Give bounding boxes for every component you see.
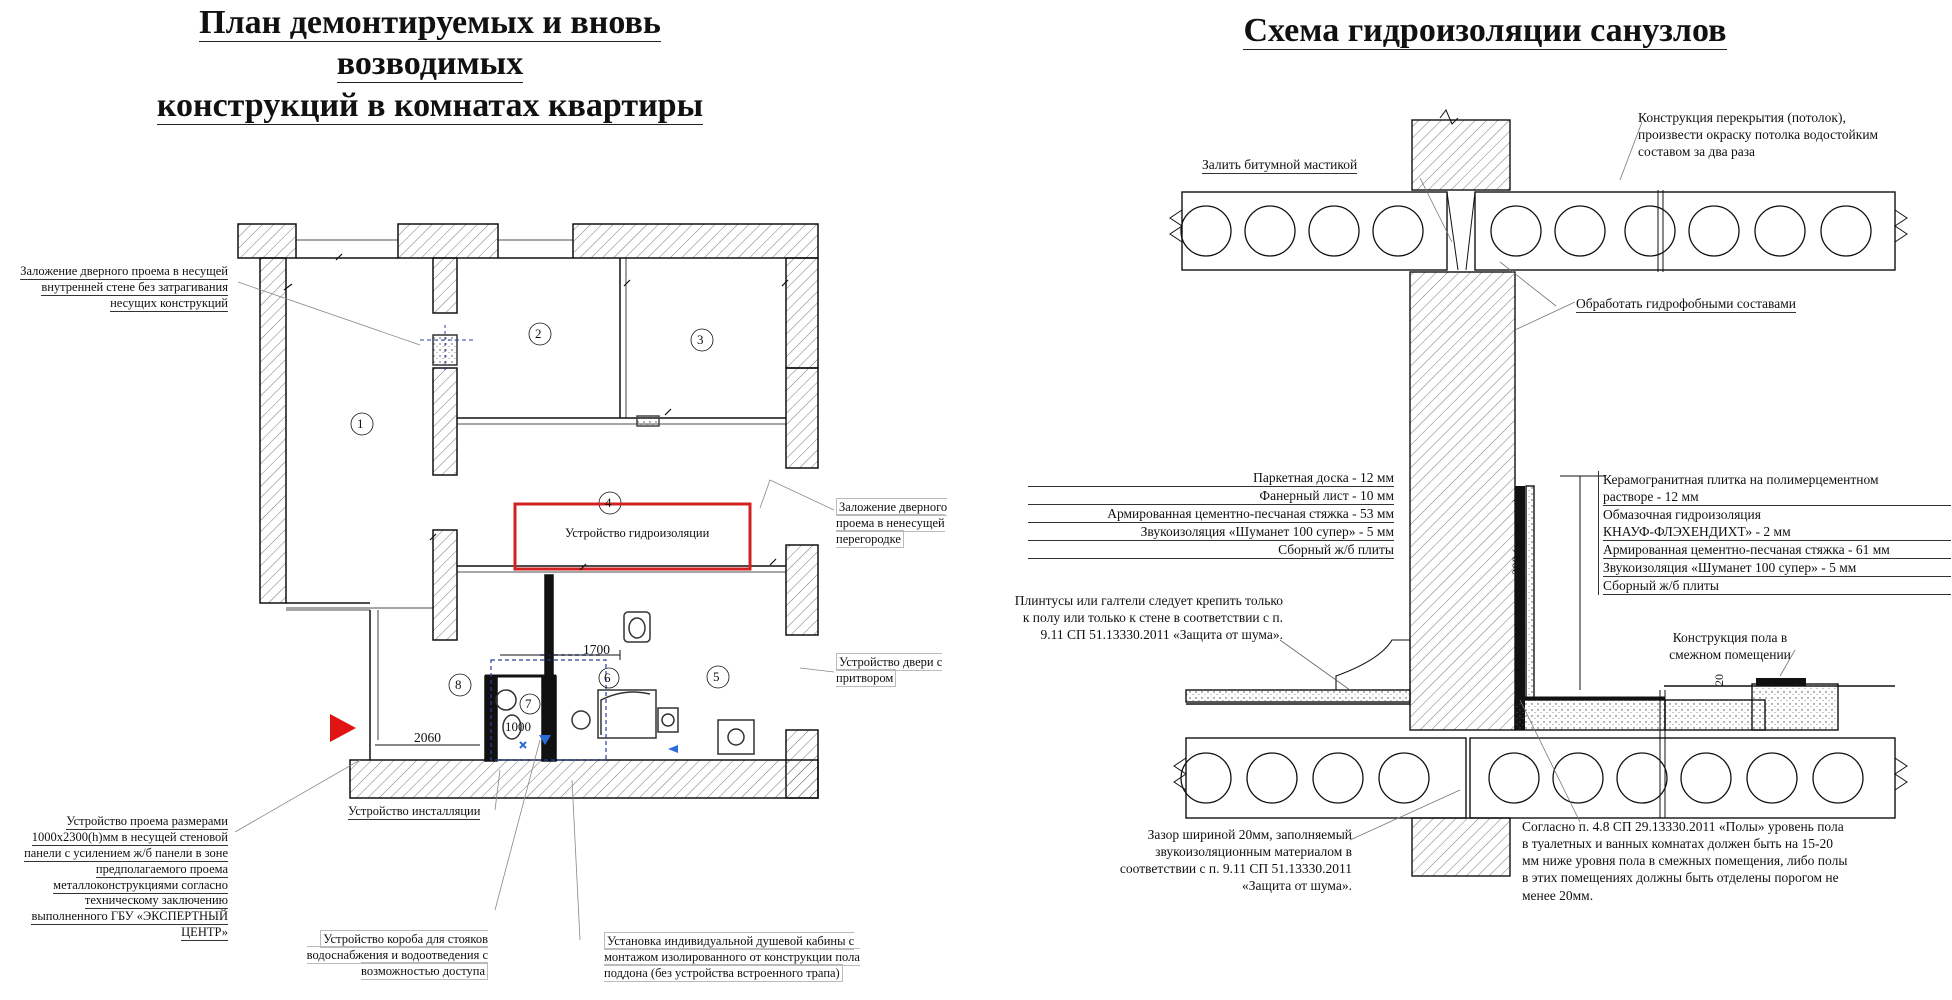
waterproofing-section bbox=[1169, 109, 1908, 877]
layer-label: Звукоизоляция «Шуманет 100 супер» - 5 мм bbox=[1028, 523, 1394, 541]
note-door-bearing-wall: Заложение дверного проема в несущей внут… bbox=[20, 264, 228, 312]
note-door-closer: Устройство двери с притвором bbox=[836, 653, 943, 687]
wall-segment bbox=[785, 257, 819, 369]
room-number: 1 bbox=[357, 416, 364, 431]
bottom-slab-right bbox=[1469, 737, 1896, 819]
layer-label: Сборный ж/б плиты bbox=[1603, 577, 1951, 595]
entry-arrow-icon bbox=[330, 714, 356, 742]
layer-label: Обмазочная гидроизоляция bbox=[1603, 507, 1761, 522]
waterproofing-highlight-box bbox=[513, 502, 752, 571]
note-riser-box: Устройство короба для стояков водоснабже… bbox=[306, 930, 488, 980]
room-number: 5 bbox=[713, 669, 720, 684]
left-layer-stack: Паркетная доска - 12 мм Фанерный лист - … bbox=[1028, 469, 1394, 559]
note-opening: Устройство проема размерами 1000х2300(h)… bbox=[24, 814, 228, 942]
bottom-slab-left bbox=[1185, 737, 1467, 819]
dimension-label: 1000 bbox=[505, 719, 531, 734]
dimension-label: 2060 bbox=[414, 730, 441, 745]
note-shower: Установка индивидуальной душевой кабины … bbox=[604, 932, 860, 982]
note-gap: Зазор шириной 20мм, заполняемый звукоизо… bbox=[1119, 827, 1352, 894]
note-installation: Устройство инсталляции bbox=[348, 804, 481, 820]
layer-label: Звукоизоляция «Шуманет 100 супер» - 5 мм bbox=[1603, 559, 1951, 577]
room-number: 6 bbox=[604, 670, 611, 685]
note-floor-level: Согласно п. 4.8 СП 29.13330.2011 «Полы» … bbox=[1522, 819, 1848, 903]
note-skirting: Плинтусы или галтели следует крепить тол… bbox=[1014, 593, 1283, 643]
floor-plan bbox=[234, 223, 835, 941]
note-ceiling: Конструкция перекрытия (потолок), произв… bbox=[1638, 110, 1879, 160]
wall-segment bbox=[259, 257, 287, 604]
note-door-partition: Заложение дверного проема в ненесущей пе… bbox=[836, 498, 948, 548]
dimension-20: 20 bbox=[1712, 674, 1726, 686]
wall-segment bbox=[432, 257, 458, 314]
top-slab-right bbox=[1474, 191, 1896, 271]
plan-title-line1: План демонтируемых и вновь возводимых bbox=[199, 4, 661, 84]
wall-segment bbox=[785, 544, 819, 636]
layer-label: Армированная цементно-песчаная стяжка - … bbox=[1603, 541, 1951, 559]
note-hydrophobic: Обработать гидрофобными составами bbox=[1576, 296, 1796, 313]
wall-segment bbox=[785, 367, 819, 469]
note-bitumen: Залить битумной мастикой bbox=[1202, 157, 1358, 174]
room-number: 4 bbox=[605, 495, 612, 510]
room-number: 8 bbox=[455, 677, 462, 692]
layer-label: Керамогранитная плитка на полимерцементн… bbox=[1603, 472, 1879, 487]
layer-label: растворе - 12 мм bbox=[1603, 488, 1951, 506]
wall-segment bbox=[237, 223, 297, 259]
wall-segment bbox=[432, 367, 458, 476]
wall-segment bbox=[397, 223, 499, 259]
wall-segment bbox=[572, 223, 819, 259]
layer-label: КНАУФ-ФЛЭХЕНДИХТ» - 2 мм bbox=[1603, 523, 1951, 541]
wall-segment bbox=[349, 759, 819, 799]
layer-label: Фанерный лист - 10 мм bbox=[1028, 487, 1394, 505]
room-number: 3 bbox=[697, 332, 704, 347]
scheme-title: Схема гидроизоляции санузлов bbox=[1243, 12, 1727, 50]
note-adjacent-floor: Конструкция пола в смежном помещении bbox=[1669, 630, 1791, 663]
waterproofing-label: Устройство гидроизоляции bbox=[565, 526, 710, 540]
top-slab-left bbox=[1181, 191, 1448, 271]
plan-title: План демонтируемых и вновь возводимых ко… bbox=[120, 2, 740, 126]
room-number: 7 bbox=[525, 696, 532, 711]
wall-section bbox=[1409, 271, 1516, 731]
room-number: 2 bbox=[535, 326, 542, 341]
dimension-label: 1700 bbox=[583, 642, 610, 657]
layer-label: Армированная цементно-песчаная стяжка - … bbox=[1028, 505, 1394, 523]
wall-segment bbox=[432, 529, 458, 641]
dimension-vertical: 200 (не менее) bbox=[1510, 498, 1524, 575]
plan-title-line2: конструкций в комнатах квартиры bbox=[156, 86, 704, 125]
layer-label: Сборный ж/б плиты bbox=[1028, 541, 1394, 559]
right-layer-stack: Керамогранитная плитка на полимерцементн… bbox=[1598, 471, 1951, 595]
layer-label: Паркетная доска - 12 мм bbox=[1028, 469, 1394, 487]
